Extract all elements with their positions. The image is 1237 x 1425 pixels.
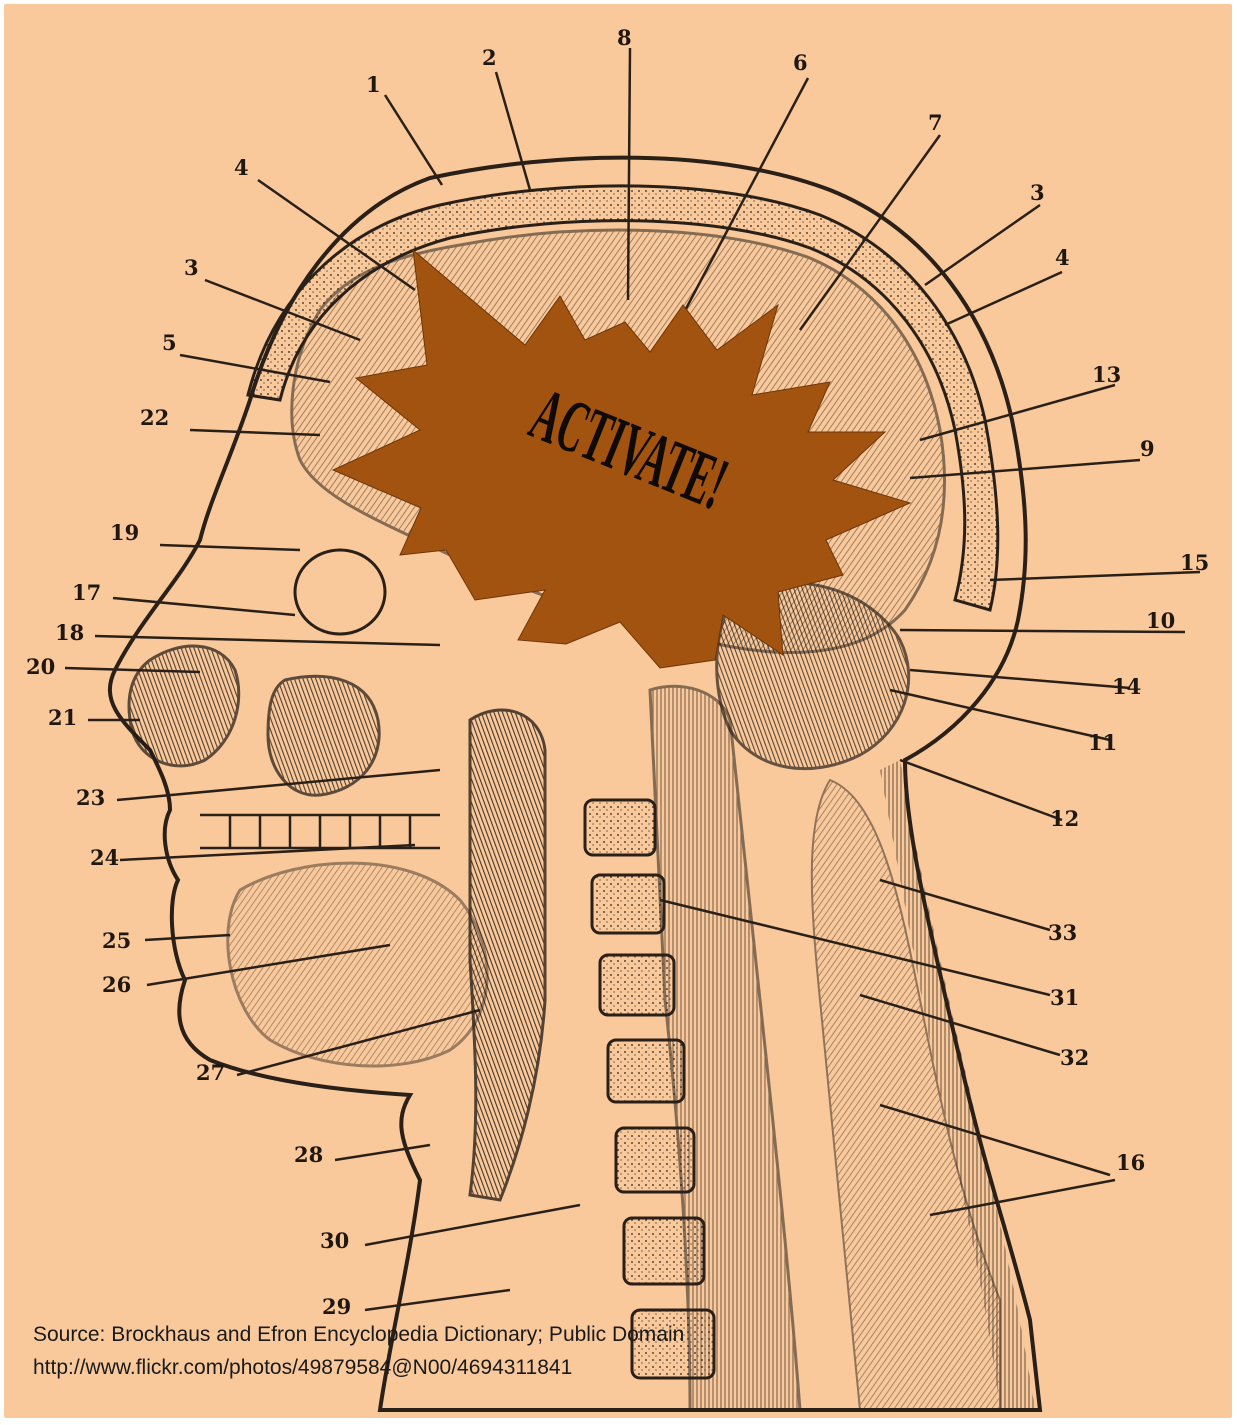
label-20: 20	[26, 654, 55, 679]
label-27: 27	[196, 1060, 225, 1085]
label-2: 2	[482, 45, 497, 70]
label-28: 28	[294, 1142, 323, 1167]
label-1: 1	[366, 72, 381, 97]
label-29: 29	[322, 1294, 351, 1319]
label-32: 32	[1060, 1045, 1089, 1070]
label-24: 24	[90, 845, 119, 870]
label-17: 17	[72, 580, 101, 605]
label-16: 16	[1116, 1150, 1145, 1175]
label-4-left: 4	[234, 155, 249, 180]
label-25: 25	[102, 928, 131, 953]
label-31: 31	[1050, 985, 1079, 1010]
label-14: 14	[1112, 674, 1141, 699]
label-9: 9	[1140, 436, 1155, 461]
teeth	[200, 815, 440, 848]
label-26: 26	[102, 972, 131, 997]
label-18: 18	[55, 620, 84, 645]
eye-socket	[295, 550, 385, 634]
label-13: 13	[1092, 362, 1121, 387]
label-7: 7	[928, 110, 943, 135]
label-6: 6	[793, 50, 808, 75]
label-21: 21	[48, 705, 77, 730]
source-url: http://www.flickr.com/photos/49879584@N0…	[33, 1356, 572, 1380]
label-11: 11	[1088, 730, 1117, 755]
label-10: 10	[1146, 608, 1175, 633]
label-12: 12	[1050, 806, 1079, 831]
label-3-left: 3	[184, 255, 199, 280]
label-4-right: 4	[1055, 245, 1070, 270]
label-3-right: 3	[1030, 180, 1045, 205]
label-22: 22	[140, 405, 169, 430]
label-8: 8	[617, 25, 632, 50]
label-33: 33	[1048, 920, 1077, 945]
source-citation: Source: Brockhaus and Efron Encyclopedia…	[33, 1323, 684, 1347]
label-15: 15	[1180, 550, 1209, 575]
nasal-cavity	[129, 646, 239, 766]
label-5: 5	[162, 330, 177, 355]
pharynx	[470, 710, 545, 1200]
label-23: 23	[76, 785, 105, 810]
label-19: 19	[110, 520, 139, 545]
label-30: 30	[320, 1228, 349, 1253]
